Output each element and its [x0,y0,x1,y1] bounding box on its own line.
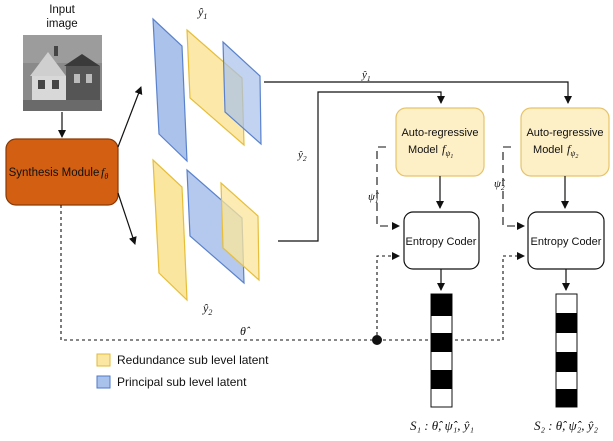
psi2-dashed-path [502,146,525,230]
svg-text:Entropy Coder: Entropy Coder [531,236,602,248]
bottom-redundance-layer-back [152,158,188,302]
svg-text:Entropy Coder: Entropy Coder [406,236,477,248]
legend: Redundance sub level latent Principal su… [96,353,269,389]
input-image [23,35,102,111]
top-latent-stack [152,17,262,163]
ar-model-2-line1: Auto-regressive [526,127,603,139]
bitstream-1 [430,293,453,408]
top-principal-layer-front [222,40,262,146]
input-label-line1: Input [49,4,75,16]
ar-model-2-line2: Model [533,144,563,156]
psi1-label: ψ̂1 [368,191,380,205]
y2-wire [278,91,445,242]
legend-label-principal: Principal sub level latent [117,375,247,389]
ar-model-2: Auto-regressive Model fψ2 [520,107,610,177]
synthesis-to-bottom-latent-arrow [117,192,137,245]
synthesis-module-fn: fθ [101,165,108,181]
synthesis-module: Synthesis Module fθ [5,138,119,206]
stream-1-label: S₁ : θ̂, ψ̂₁, ŷ₁ [410,418,474,433]
y1-wire-label: ŷ1 [361,69,371,83]
legend-swatch-redundance [96,353,111,367]
ar-model-1-line1: Auto-regressive [401,127,478,139]
legend-swatch-principal [96,375,111,389]
y2-wire-label: ŷ2 [297,149,307,163]
bottom-latent-stack [152,158,260,302]
ar-model-1: Auto-regressive Model fψ1 [395,107,485,177]
ar-model-1-line2: Model [408,144,438,156]
stream-2-label: S₂ : θ̂, ψ̂₂, ŷ₂ [534,418,599,433]
y1-wire [264,81,572,104]
bottom-redundance-layer-front [220,181,260,282]
top-principal-layer-back [152,17,188,163]
synthesis-to-top-latent-arrow [117,86,143,148]
bottom-latent-label: ŷ2 [202,301,212,317]
synthesis-module-label: Synthesis Module [9,167,100,179]
psi1-dashed-path [376,146,400,230]
ar-model-2-fn: fψ2 [567,142,578,160]
theta-junction-dot [372,335,382,345]
bitstream-2 [555,293,578,408]
input-label-line2: image [46,18,77,30]
theta-label: θ̂ [240,324,251,338]
top-latent-label: ŷ1 [197,5,207,21]
psi2-label: ψ̂2 [494,178,506,192]
entropy-coder-2: Entropy Coder [527,211,605,270]
entropy-coder-1: Entropy Coder [403,211,480,270]
legend-label-redundance: Redundance sub level latent [117,353,269,367]
ar-model-1-fn: fψ1 [442,142,453,160]
